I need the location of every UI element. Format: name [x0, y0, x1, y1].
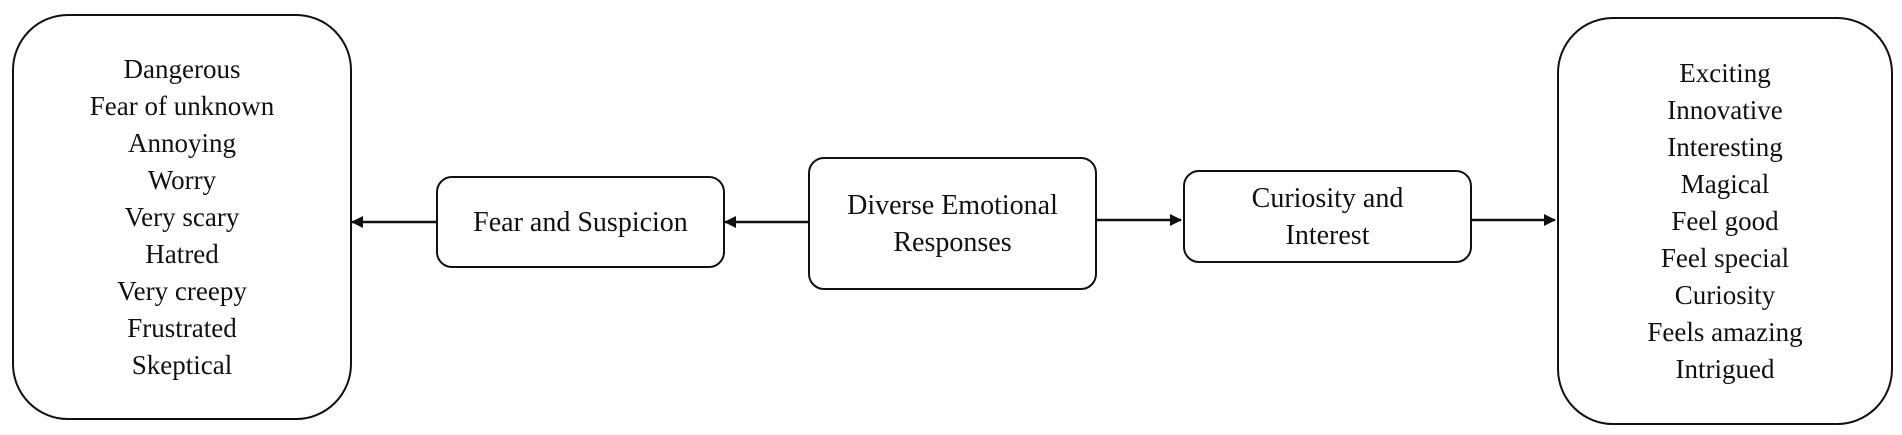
emotion-item: Very creepy: [117, 275, 247, 306]
negative-emotions-box: Dangerous Fear of unknown Annoying Worry…: [12, 14, 352, 420]
emotion-item: Feels amazing: [1647, 316, 1803, 347]
emotion-item: Hatred: [145, 238, 219, 269]
emotion-item: Feel good: [1671, 205, 1779, 236]
fear-and-suspicion-box: Fear and Suspicion: [436, 176, 725, 268]
diverse-emotional-responses-box: Diverse Emotional Responses: [808, 157, 1097, 290]
emotion-item: Feel special: [1660, 242, 1790, 273]
emotion-item: Interesting: [1667, 131, 1783, 162]
positive-emotions-box: Exciting Innovative Interesting Magical …: [1557, 17, 1893, 425]
emotion-item: Curiosity: [1674, 279, 1776, 310]
emotion-item: Fear of unknown: [89, 90, 275, 121]
curiosity-and-interest-box: Curiosity and Interest: [1183, 170, 1472, 263]
fear-label: Fear and Suspicion: [473, 206, 688, 238]
emotion-item: Exciting: [1679, 57, 1771, 88]
emotion-item: Skeptical: [131, 349, 233, 380]
emotion-item: Annoying: [128, 127, 236, 158]
center-label-line-2: Responses: [893, 226, 1012, 258]
emotion-item: Dangerous: [123, 53, 241, 84]
emotion-item: Intrigued: [1675, 353, 1775, 384]
emotion-item: Worry: [147, 164, 217, 195]
emotion-item: Frustrated: [127, 312, 237, 343]
center-label-line-1: Diverse Emotional: [847, 189, 1058, 221]
curiosity-label-line-2: Interest: [1285, 219, 1370, 251]
emotion-item: Magical: [1680, 168, 1770, 199]
emotion-item: Innovative: [1667, 94, 1783, 125]
curiosity-label-line-1: Curiosity and: [1251, 182, 1404, 214]
emotion-item: Very scary: [124, 201, 240, 232]
